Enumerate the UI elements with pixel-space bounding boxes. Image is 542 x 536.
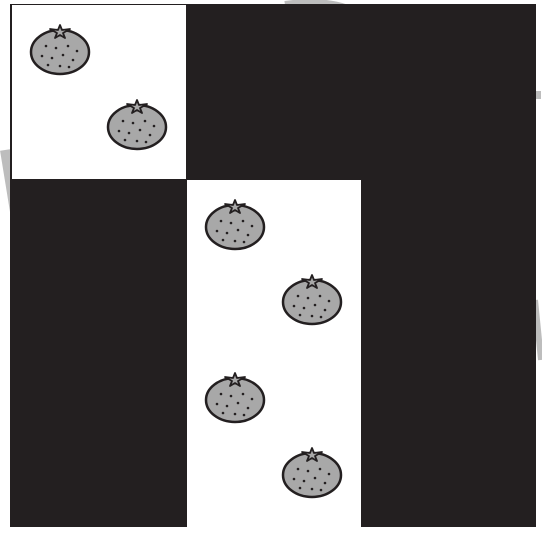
fruit-dot <box>251 225 254 228</box>
fruit-dot <box>220 393 223 396</box>
fruit-dot <box>299 314 302 317</box>
fruit-dot <box>299 487 302 490</box>
fruit-dot <box>243 414 246 417</box>
fruit-dot <box>226 232 229 235</box>
fruit-body <box>206 378 264 422</box>
fruit-dot <box>226 405 229 408</box>
fruit-dot <box>237 229 240 232</box>
white-cell-1 <box>12 5 186 179</box>
fruit-body <box>283 280 341 324</box>
white-cell-3 <box>187 353 361 527</box>
fruit-dot <box>314 477 317 480</box>
fruit-dot <box>324 309 327 312</box>
fruit-body <box>283 453 341 497</box>
fruit-dot <box>311 315 314 318</box>
fruit-dot <box>247 407 250 410</box>
fruit-dot <box>328 300 331 303</box>
fruit-dot <box>216 403 219 406</box>
fruit-dot <box>293 305 296 308</box>
fruit-body <box>206 205 264 249</box>
fruit-dot <box>76 50 79 53</box>
fruit-dot <box>234 413 237 416</box>
fruit-dot <box>297 295 300 298</box>
fruit-dot <box>132 122 135 125</box>
fruit-dot <box>136 140 139 143</box>
fruit-dot <box>124 139 127 142</box>
fruit-dot <box>230 395 233 398</box>
fruit-dot <box>149 134 152 137</box>
fruit-dot <box>320 489 323 492</box>
fruit-dot <box>242 393 245 396</box>
fruit-dot <box>72 59 75 62</box>
fruit-dot <box>319 468 322 471</box>
fruit-dot <box>328 473 331 476</box>
fruit-dot <box>47 64 50 67</box>
fruit-dot <box>242 220 245 223</box>
fruit-dot <box>122 120 125 123</box>
fruit-dot <box>139 129 142 132</box>
fruit-dot <box>297 468 300 471</box>
fruit-dot <box>62 54 65 57</box>
fruit-dot <box>243 241 246 244</box>
fruit-body <box>108 105 166 149</box>
fruit-dot <box>41 55 44 58</box>
fruit-dot <box>293 478 296 481</box>
fruit-dot <box>320 316 323 319</box>
fruit-dot <box>303 307 306 310</box>
fruit-dot <box>307 297 310 300</box>
fruit-dot <box>55 47 58 50</box>
fruit-dot <box>67 45 70 48</box>
fruit-dot <box>222 239 225 242</box>
fruit-dot <box>251 398 254 401</box>
fruit-dot <box>220 220 223 223</box>
fruit-dot <box>314 304 317 307</box>
fruit-dot <box>144 120 147 123</box>
fruit-dot <box>319 295 322 298</box>
fruit-dot <box>128 132 131 135</box>
fruit-dot <box>230 222 233 225</box>
fruit-dot <box>145 141 148 144</box>
fruit-dot <box>118 130 121 133</box>
fruit-dot <box>51 57 54 60</box>
fruit-dot <box>247 234 250 237</box>
fruit-dot <box>311 488 314 491</box>
fruit-dot <box>222 412 225 415</box>
fruit-body <box>31 30 89 74</box>
fruit-dot <box>153 125 156 128</box>
fruit-dot <box>234 240 237 243</box>
fruit-dot <box>307 470 310 473</box>
grid-cells <box>10 4 536 527</box>
fruit-dot <box>303 480 306 483</box>
fruit-dot <box>59 65 62 68</box>
fruit-dot <box>216 230 219 233</box>
white-cell-2 <box>187 180 361 354</box>
fruit-dot <box>68 66 71 69</box>
fruit-dot <box>324 482 327 485</box>
fruit-dot <box>237 402 240 405</box>
fruit-dot <box>45 45 48 48</box>
